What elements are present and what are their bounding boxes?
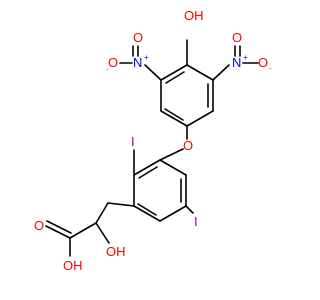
lower-ring bbox=[133, 159, 187, 222]
substituent-bonds bbox=[45, 39, 259, 257]
atom-labels: OH O N + O - O N + O - O I I O OH OH bbox=[34, 8, 272, 273]
left-nitro-n-charge: + bbox=[144, 53, 149, 62]
iodine-top-label: I bbox=[131, 134, 135, 149]
right-nitro-n-label: N bbox=[232, 55, 241, 70]
phenol-oh-label: OH bbox=[184, 8, 204, 23]
left-nitro-o2-charge: - bbox=[106, 65, 109, 74]
chemical-structure: OH O N + O - O N + O - O I I O OH OH bbox=[34, 8, 272, 273]
iodine-bottom-label: I bbox=[194, 214, 198, 229]
hydroxyl-oh-label: OH bbox=[106, 244, 126, 259]
right-nitro-o2-charge: - bbox=[269, 64, 272, 73]
left-nitro-o-label: O bbox=[133, 30, 143, 45]
ether-o-label: O bbox=[183, 138, 193, 153]
right-nitro-o-label: O bbox=[232, 30, 242, 45]
acid-oh-label: OH bbox=[63, 258, 83, 273]
left-nitro-n-label: N bbox=[133, 55, 142, 70]
upper-ring bbox=[160, 64, 214, 127]
right-nitro-o2-label: O bbox=[258, 55, 268, 70]
left-nitro-o2-label: O bbox=[108, 55, 118, 70]
right-nitro-n-charge: + bbox=[243, 53, 248, 62]
carbonyl-o-label: O bbox=[34, 218, 44, 233]
